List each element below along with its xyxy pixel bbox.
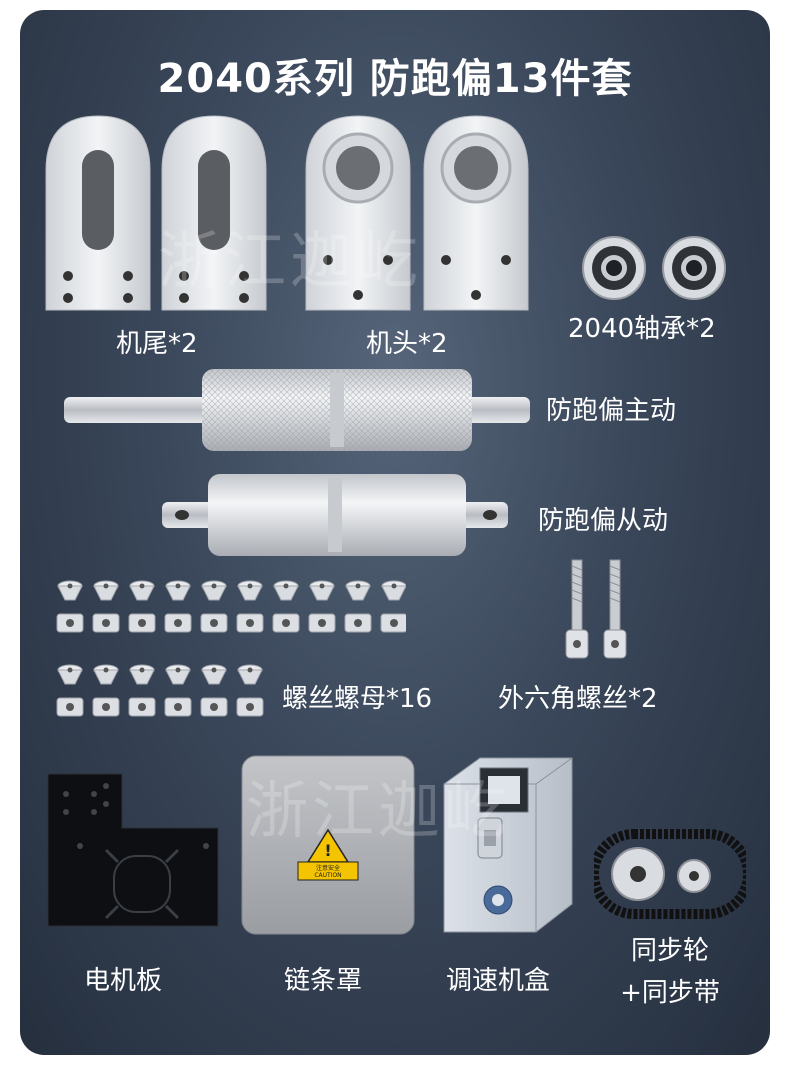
head-label: 机头*2 [366,329,448,359]
tail-label: 机尾*2 [116,329,198,359]
page-title: 2040系列 防跑偏13件套 [157,56,633,102]
timing-pulley-image [594,828,746,920]
screws-nuts-label: 螺丝螺母*16 [282,684,433,714]
svg-text:!: ! [324,841,331,860]
watermark-top: 浙江迦屹 [158,224,423,297]
idler-roller-label: 防跑偏从动 [538,506,669,536]
chain-cover-image: ! 注意安全 CAUTION [240,754,416,936]
motor-plate-image [46,772,222,930]
tail-bracket-image [42,110,272,320]
watermark-bottom: 浙江迦屹 [246,774,511,847]
bearing-label: 2040轴承*2 [568,314,716,344]
motor-plate-label: 电机板 [84,966,163,996]
hex-screws-image [562,558,642,668]
caution-text-en: CAUTION [314,872,341,879]
bearing-image [580,235,740,301]
idler-roller-image [160,470,510,560]
chain-cover-label: 链条罩 [284,966,363,996]
pulley-label-line2: +同步带 [620,978,720,1008]
hex-screws-label: 外六角螺丝*2 [498,684,658,714]
product-card: 2040系列 防跑偏13件套 [20,10,770,1055]
caution-text-cn: 注意安全 [316,864,340,872]
speed-box-label: 调速机盒 [446,966,551,996]
drive-roller-label: 防跑偏主动 [546,396,677,426]
pulley-label-line1: 同步轮 [630,936,709,966]
drive-roller-image [62,365,532,455]
head-bracket-image [302,110,534,320]
speed-box-image [440,754,576,936]
